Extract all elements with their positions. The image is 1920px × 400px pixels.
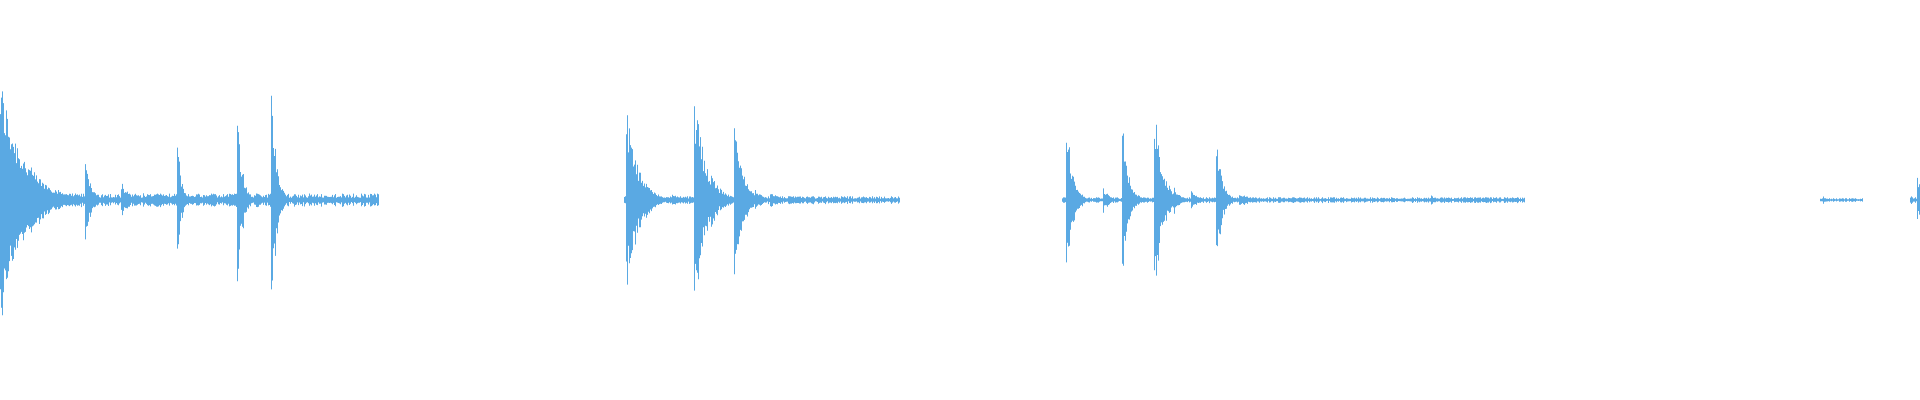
waveform-trace bbox=[0, 91, 1920, 316]
